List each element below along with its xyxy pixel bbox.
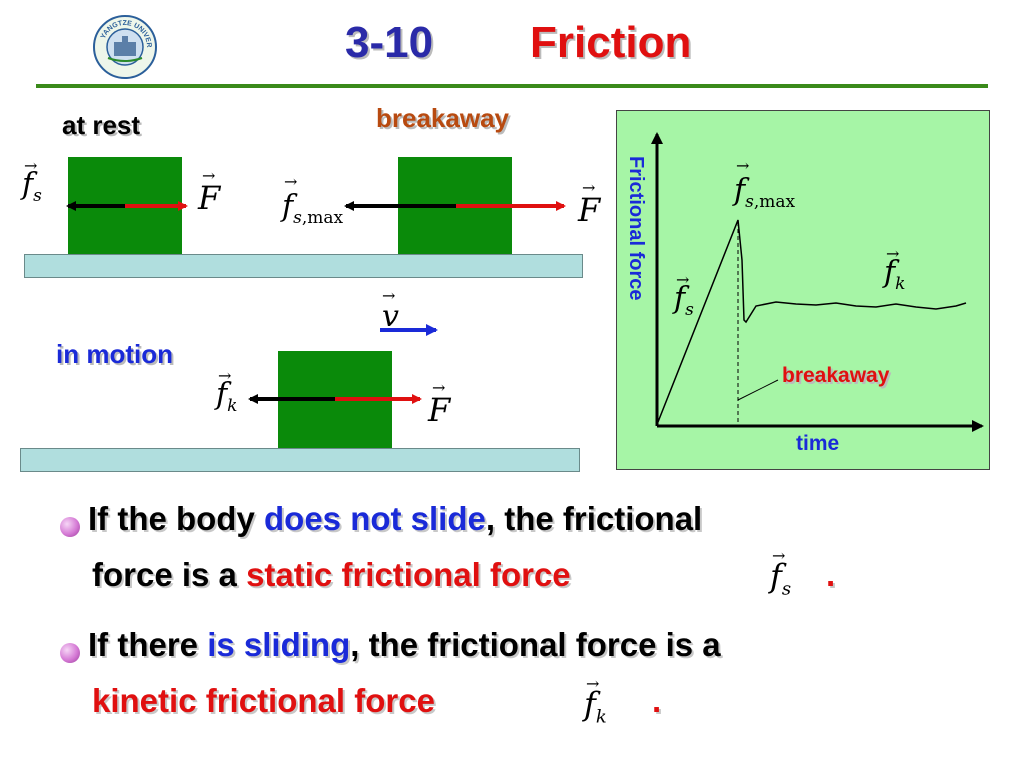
breakaway-pointer bbox=[737, 379, 779, 401]
fk-symbol-graph: → fk bbox=[884, 244, 906, 294]
page-title: Friction bbox=[530, 18, 692, 67]
bullet-2-end: . bbox=[652, 682, 662, 719]
friction-curve bbox=[657, 219, 967, 423]
friction-graph-panel bbox=[616, 110, 990, 470]
bullet-1-end: . bbox=[826, 556, 836, 593]
breakaway-label-graph: breakaway bbox=[782, 364, 890, 387]
floor-top bbox=[24, 254, 583, 278]
section-number: 3-10 bbox=[345, 18, 434, 67]
bullet-1-line-2: force is a static frictional force bbox=[92, 556, 571, 593]
bullet-dot-1 bbox=[60, 517, 80, 537]
x-axis-label: time bbox=[796, 432, 840, 455]
F-symbol-rest: → F bbox=[198, 166, 221, 217]
bullet-2-line-1: If there is sliding, the frictional forc… bbox=[88, 626, 721, 663]
bullet-dot-2 bbox=[60, 643, 80, 663]
fs-max-symbol: → fs,max bbox=[282, 172, 344, 228]
bullet-1-line-1: If the body does not slide, the friction… bbox=[88, 500, 703, 537]
fs-symbol-graph: → fs bbox=[674, 270, 694, 320]
in-motion-label: in motion bbox=[56, 339, 173, 369]
bullet-1-symbol: → fs bbox=[770, 546, 792, 600]
fk-symbol-motion: → fk bbox=[216, 366, 238, 416]
title-divider bbox=[36, 84, 988, 88]
force-arrows bbox=[66, 201, 566, 404]
F-symbol-breakaway: → F bbox=[578, 178, 601, 229]
floor-bottom bbox=[20, 448, 580, 472]
y-axis-label: Frictional force bbox=[625, 156, 647, 301]
friction-graph bbox=[651, 132, 984, 432]
university-logo: YANGTZE UNIVERSITY bbox=[92, 14, 157, 79]
bullet-2-line-2: kinetic frictional force bbox=[92, 682, 435, 719]
v-symbol: → v bbox=[382, 286, 399, 334]
F-symbol-motion: → F bbox=[428, 378, 451, 429]
fs-max-symbol-graph: → fs,max bbox=[734, 156, 796, 212]
bullet-2-symbol: → fk bbox=[584, 674, 607, 728]
breakaway-label-top: breakaway bbox=[376, 103, 509, 133]
at-rest-label: at rest bbox=[62, 110, 141, 140]
fs-symbol-rest: → fs bbox=[22, 156, 42, 206]
